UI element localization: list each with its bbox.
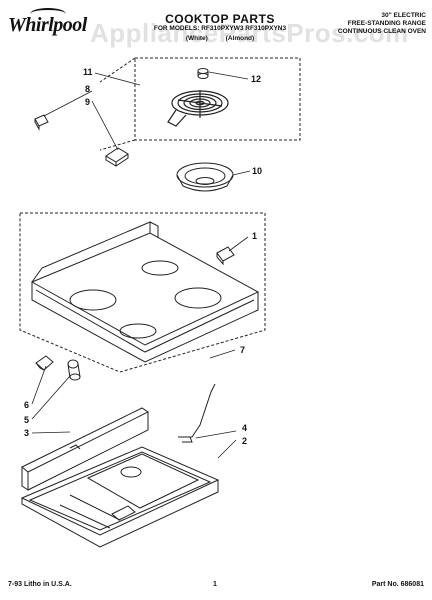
page-title: COOKTOP PARTS	[165, 12, 275, 26]
callout-12: 12	[251, 74, 262, 84]
mounting-clip	[34, 114, 49, 131]
support-wire	[178, 383, 216, 443]
brand-logo: Whirlpool	[8, 14, 87, 36]
callout-2: 2	[242, 436, 248, 446]
callout-1: 1	[252, 231, 258, 241]
desc-line-1: 30" ELECTRIC	[381, 12, 426, 19]
surface-element	[167, 90, 229, 127]
callout-8: 8	[85, 84, 91, 94]
hinge-bracket	[216, 246, 235, 266]
drip-bowl	[176, 162, 234, 192]
product-description: 30" ELECTRIC FREE-STANDING RANGE CONTINU…	[306, 12, 426, 36]
cooktop-panel	[30, 221, 260, 363]
front-trim-strip	[21, 407, 149, 491]
callout-7: 7	[240, 345, 246, 355]
burner-box	[20, 446, 220, 548]
spring-clip	[35, 355, 54, 371]
callout-6: 6	[24, 400, 30, 410]
element-group-box-left	[99, 57, 136, 151]
cooktop-group-box	[19, 212, 266, 373]
callout-11: 11	[83, 67, 93, 77]
model-numbers: FOR MODELS: RF310PXYW3 RF310PXYN3	[153, 25, 287, 32]
footer-litho: 7-93 Litho in U.S.A.	[8, 581, 72, 588]
callout-9: 9	[85, 97, 91, 107]
callout-10: 10	[252, 166, 263, 176]
watermark: AppliancePartsPros.com	[90, 18, 409, 48]
callout-5: 5	[24, 415, 30, 425]
footer-page-number: 1	[213, 581, 217, 588]
footer-part-number: Part No. 686081	[371, 581, 424, 588]
element-group-box	[134, 57, 301, 141]
model-colors: (White) (Almond)	[140, 35, 300, 42]
leader-lines	[31, 71, 251, 459]
brand-swoosh-icon	[30, 8, 66, 20]
terminal-block	[105, 147, 129, 167]
desc-line-3: CONTINUOUS CLEAN OVEN	[337, 28, 426, 35]
callout-4: 4	[242, 423, 248, 433]
desc-line-2: FREE-STANDING RANGE	[347, 20, 426, 27]
bushing	[67, 359, 81, 381]
element-receptacle-cap	[197, 68, 209, 79]
color-almond: (Almond)	[225, 35, 255, 42]
callout-3: 3	[24, 428, 30, 438]
color-white: (White)	[185, 35, 208, 42]
